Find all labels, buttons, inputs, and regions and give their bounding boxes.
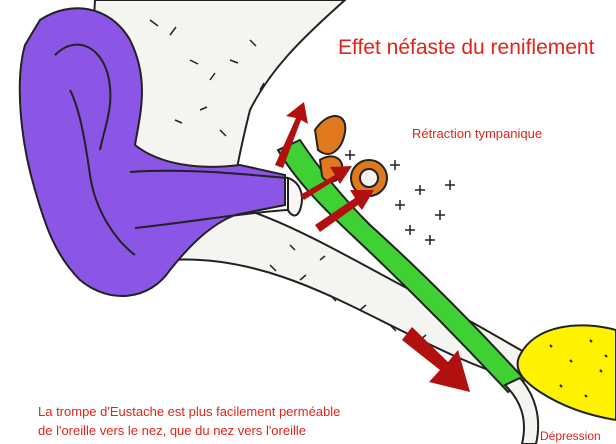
caption-line-1: La trompe d'Eustache est plus facilement… <box>38 404 340 419</box>
label-retraction: Rétraction tympanique <box>412 126 542 141</box>
label-depression: Dépression <box>540 429 601 443</box>
eardrum <box>288 178 302 215</box>
nasal-cavity <box>505 325 616 444</box>
diagram-title: Effet néfaste du reniflement <box>338 36 594 60</box>
caption-line-2: de l'oreille vers le nez, que du nez ver… <box>38 423 306 438</box>
